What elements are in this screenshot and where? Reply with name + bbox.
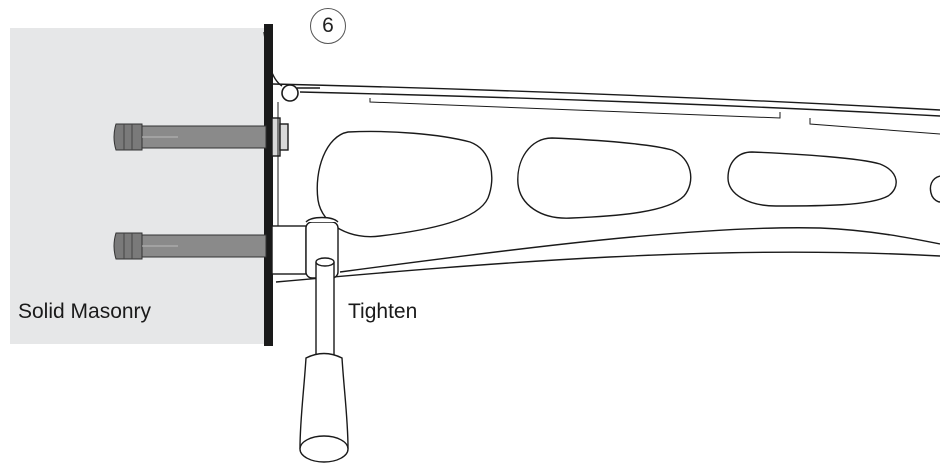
step-number-badge: 6 [310,8,346,44]
wrench [299,257,349,463]
upper-anchor-bolt [113,123,267,151]
tighten-label: Tighten [348,300,418,323]
bracket-arm [272,83,940,283]
hinge-pin [263,31,320,102]
wall-plate [264,24,273,346]
masonry-block [10,28,268,344]
upper-bolt-nut [271,117,289,157]
masonry-label: Solid Masonry [18,300,152,323]
bracket-cutouts [316,130,940,238]
lower-anchor-bolt [113,232,267,260]
